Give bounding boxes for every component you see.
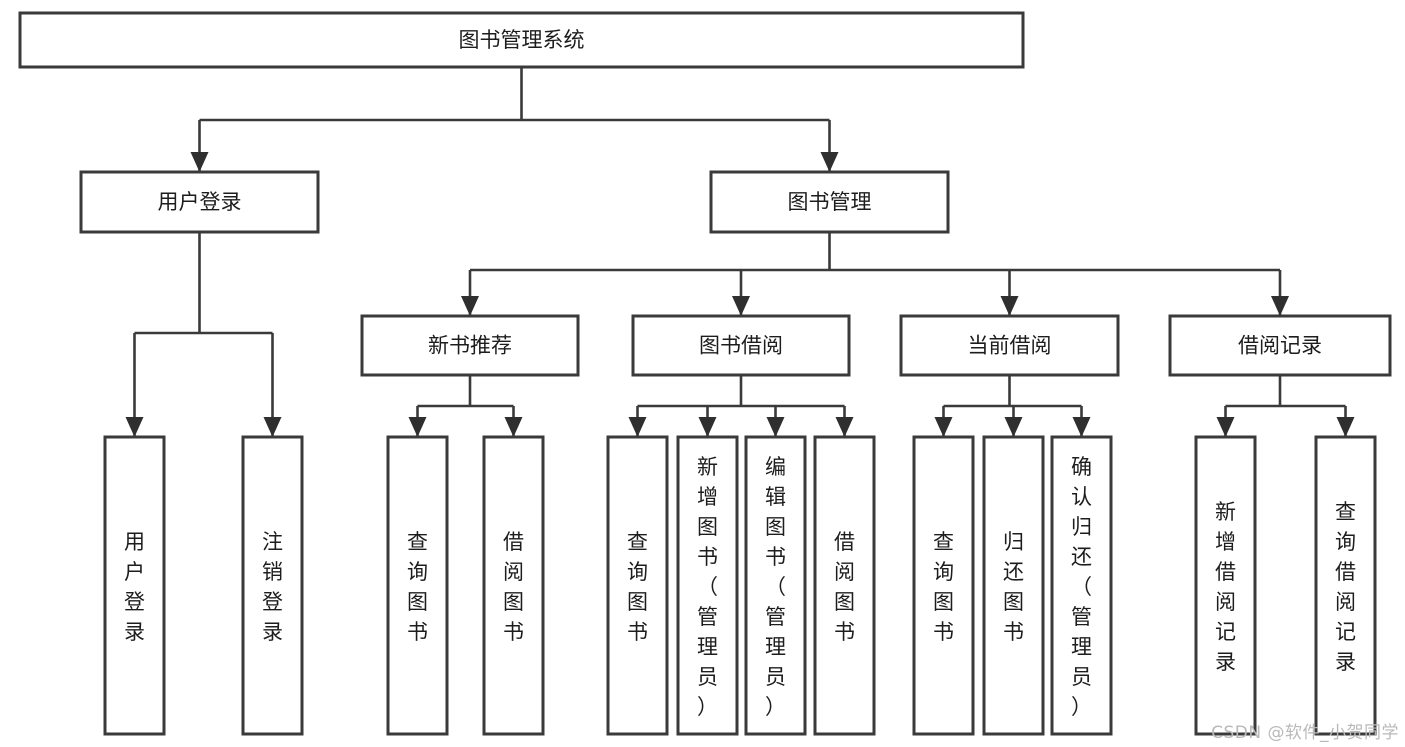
- node-leaf-confirm-return[interactable]: 确认归还（管理员）: [1050, 435, 1113, 736]
- node-label-leaf-return-book: 归还图书: [1003, 530, 1024, 644]
- node-label-user-login: 用户登录: [158, 190, 242, 214]
- node-label-leaf-user-login: 用户登录: [124, 530, 145, 644]
- node-label-leaf-query-book-3: 查询图书: [933, 530, 954, 644]
- arrow-head-leaf-user-login: [125, 417, 144, 437]
- node-label-leaf-logout: 注销登录: [262, 530, 283, 644]
- arrow-head-book-manage: [820, 152, 839, 172]
- node-label-new-book-recommend: 新书推荐: [428, 334, 512, 358]
- node-leaf-borrow-book-2[interactable]: 借阅图书: [813, 435, 876, 736]
- arrow-head-user-login: [190, 152, 209, 172]
- arrow-head-leaf-borrow-book-1: [504, 417, 523, 437]
- arrow-head-leaf-add-book: [698, 417, 717, 437]
- node-label-borrow-record: 借阅记录: [1238, 334, 1322, 358]
- node-borrow-record[interactable]: 借阅记录: [1168, 314, 1392, 377]
- node-root[interactable]: 图书管理系统: [18, 11, 1025, 69]
- arrow-head-new-book-recommend: [461, 296, 479, 316]
- node-label-leaf-borrow-book-1: 借阅图书: [503, 530, 524, 644]
- node-leaf-user-login[interactable]: 用户登录: [103, 435, 166, 736]
- node-book-borrow[interactable]: 图书借阅: [631, 314, 851, 377]
- node-label-leaf-add-book: 新增图书（管理员）: [697, 455, 718, 719]
- node-label-current-borrow: 当前借阅: [968, 334, 1052, 358]
- node-label-book-manage: 图书管理: [788, 190, 872, 214]
- node-current-borrow[interactable]: 当前借阅: [899, 314, 1120, 377]
- node-leaf-query-book-3[interactable]: 查询图书: [912, 435, 975, 736]
- node-box-leaf-query-book-2: [606, 435, 669, 736]
- node-leaf-query-book-1[interactable]: 查询图书: [386, 435, 449, 736]
- node-book-manage[interactable]: 图书管理: [709, 170, 950, 234]
- node-leaf-logout[interactable]: 注销登录: [241, 435, 304, 736]
- arrow-head-current-borrow: [1000, 296, 1019, 316]
- arrow-head-borrow-record: [1271, 296, 1289, 316]
- node-box-borrow-record: [1168, 314, 1392, 377]
- node-box-leaf-query-record: [1314, 435, 1377, 736]
- arrow-head-leaf-return-book: [1004, 417, 1023, 437]
- node-label-leaf-add-record: 新增借阅记录: [1215, 500, 1236, 674]
- node-box-leaf-user-login: [103, 435, 166, 736]
- connector-layer: [125, 67, 1355, 437]
- node-box-leaf-edit-book: [744, 435, 807, 736]
- node-box-current-borrow: [899, 314, 1120, 377]
- node-label-leaf-query-book-1: 查询图书: [407, 530, 428, 644]
- arrow-head-leaf-logout: [263, 417, 282, 437]
- arrow-head-leaf-confirm-return: [1072, 417, 1091, 437]
- node-box-leaf-query-book-1: [386, 435, 449, 736]
- arrow-head-leaf-edit-book: [766, 417, 785, 437]
- node-new-book-recommend[interactable]: 新书推荐: [360, 314, 580, 377]
- arrow-head-leaf-query-book-3: [934, 417, 953, 437]
- node-leaf-borrow-book-1[interactable]: 借阅图书: [482, 435, 545, 736]
- arrow-head-leaf-add-record: [1216, 417, 1235, 437]
- node-box-leaf-add-book: [676, 435, 739, 736]
- node-leaf-add-record[interactable]: 新增借阅记录: [1194, 435, 1257, 736]
- node-label-leaf-edit-book: 编辑图书（管理员）: [765, 455, 786, 719]
- node-box-leaf-logout: [241, 435, 304, 736]
- node-box-new-book-recommend: [360, 314, 580, 377]
- node-box-user-login: [79, 170, 320, 234]
- node-label-book-borrow: 图书借阅: [699, 334, 783, 358]
- node-label-leaf-query-book-2: 查询图书: [627, 530, 648, 644]
- node-box-leaf-query-book-3: [912, 435, 975, 736]
- node-leaf-add-book[interactable]: 新增图书（管理员）: [676, 435, 739, 736]
- arrow-head-leaf-query-book-1: [408, 417, 427, 437]
- node-label-root: 图书管理系统: [459, 28, 585, 52]
- node-box-leaf-confirm-return: [1050, 435, 1113, 736]
- arrow-head-leaf-query-book-2: [628, 417, 647, 437]
- node-box-leaf-borrow-book-1: [482, 435, 545, 736]
- arrow-head-book-borrow: [732, 296, 750, 316]
- node-label-leaf-confirm-return: 确认归还（管理员）: [1071, 455, 1092, 719]
- arrow-head-leaf-query-record: [1336, 417, 1355, 437]
- node-user-login[interactable]: 用户登录: [79, 170, 320, 234]
- node-leaf-return-book[interactable]: 归还图书: [982, 435, 1045, 736]
- node-leaf-query-book-2[interactable]: 查询图书: [606, 435, 669, 736]
- node-box-leaf-add-record: [1194, 435, 1257, 736]
- arrow-head-leaf-borrow-book-2: [835, 417, 854, 437]
- node-label-leaf-query-record: 查询借阅记录: [1335, 500, 1356, 674]
- node-box-book-borrow: [631, 314, 851, 377]
- node-box-leaf-return-book: [982, 435, 1045, 736]
- node-layer: 图书管理系统用户登录图书管理新书推荐图书借阅当前借阅借阅记录用户登录注销登录查询…: [18, 11, 1392, 736]
- watermark-text: CSDN @软件_小贺同学: [1211, 723, 1399, 743]
- node-box-leaf-borrow-book-2: [813, 435, 876, 736]
- node-leaf-query-record[interactable]: 查询借阅记录: [1314, 435, 1377, 736]
- node-label-leaf-borrow-book-2: 借阅图书: [834, 530, 855, 644]
- node-leaf-edit-book[interactable]: 编辑图书（管理员）: [744, 435, 807, 736]
- node-box-root: [18, 11, 1025, 69]
- node-box-book-manage: [709, 170, 950, 234]
